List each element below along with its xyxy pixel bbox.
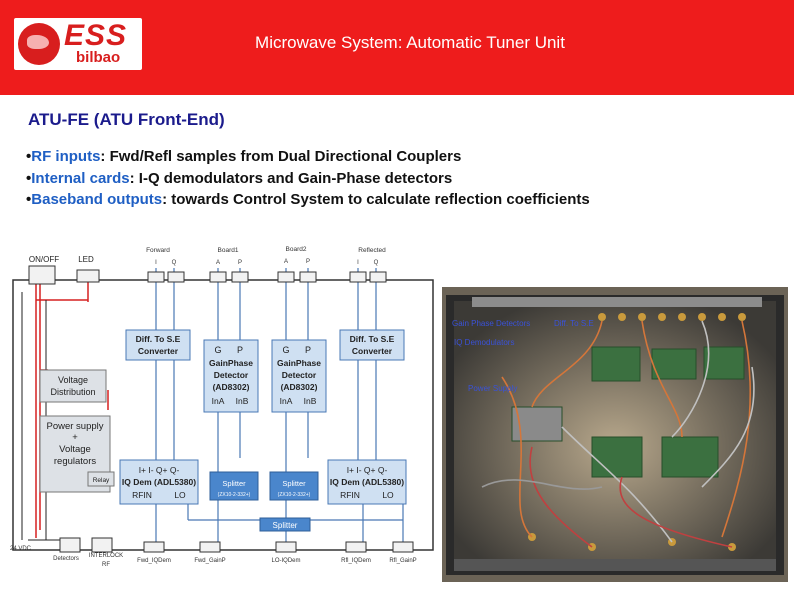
top-letter: P — [238, 260, 242, 266]
top-letter: Q — [374, 260, 379, 266]
gp2-line1: GainPhase — [277, 358, 321, 368]
top-letter: A — [284, 259, 288, 265]
europe-map-icon — [18, 23, 60, 65]
gp2-g: G — [282, 345, 289, 355]
diff-photo-label: Diff. To S.E — [554, 319, 594, 328]
gp2-ina: InA — [280, 396, 293, 406]
splitter-2-label: Splitter — [282, 479, 306, 488]
ess-bilbao-logo: ESS bilbao — [14, 18, 142, 70]
forward-label: Forward — [146, 247, 170, 254]
diff-left-line1: Diff. To S.E — [136, 334, 181, 344]
gp1-inb: InB — [236, 396, 249, 406]
interlock-rf-label: RF — [102, 562, 110, 568]
led-label: LED — [78, 255, 94, 264]
on-off-label: ON/OFF — [29, 255, 59, 264]
bottom-label: LO-IQDem — [271, 558, 300, 564]
gp1-p: P — [237, 345, 243, 355]
power-supply-line4: regulators — [54, 456, 96, 467]
top-letter: A — [216, 260, 220, 266]
bottom-label: Rfl_IQDem — [341, 558, 371, 564]
iq-right-line2: IQ Dem (ADL5380) — [330, 477, 404, 487]
iq-left-line1: I+ I- Q+ Q- — [139, 465, 180, 475]
slide-title: Microwave System: Automatic Tuner Unit — [255, 33, 565, 52]
top-letter: I — [155, 260, 157, 266]
splitter-1-part: (ZX10-2-332+) — [218, 492, 251, 498]
gp1-line2: Detector — [214, 370, 249, 380]
top-letter: P — [306, 259, 310, 265]
bottom-label: Fwd_GainP — [194, 558, 225, 564]
gp2-p: P — [305, 345, 311, 355]
gp1-g: G — [214, 345, 221, 355]
power-supply-line1: Power supply — [46, 421, 103, 432]
board2-label: Board2 — [286, 246, 307, 253]
gp2-line3: (AD8302) — [281, 382, 318, 392]
gp2-line2: Detector — [282, 370, 317, 380]
iq-right-lo: LO — [382, 490, 394, 500]
iq-left-lo: LO — [174, 490, 186, 500]
interlock-label: INTERLOCK — [89, 553, 123, 559]
splitter-1-label: Splitter — [222, 479, 246, 488]
power-supply-line2: + — [72, 432, 78, 443]
power-supply-line3: Voltage — [59, 444, 91, 455]
logo-text: ESS — [64, 19, 128, 52]
top-letter: I — [357, 260, 359, 266]
power-photo-label: Power Supply — [468, 384, 517, 393]
iq-left-line2: IQ Dem (ADL5380) — [122, 477, 196, 487]
bullet-item: •RF inputs: Fwd/Refl samples from Dual D… — [26, 148, 462, 165]
section-title: ATU-FE (ATU Front-End) — [28, 110, 225, 129]
gp1-ina: InA — [212, 396, 225, 406]
gp1-line3: (AD8302) — [213, 382, 250, 392]
top-letter: Q — [172, 260, 177, 266]
bullet-item: •Internal cards: I-Q demodulators and Ga… — [26, 169, 453, 187]
board1-label: Board1 — [218, 247, 239, 254]
bullet-list: •RF inputs: Fwd/Refl samples from Dual D… — [26, 146, 590, 211]
reflected-label: Reflected — [358, 247, 386, 254]
diff-right-line2: Converter — [352, 346, 393, 356]
splitter-main-label: Splitter — [273, 521, 298, 530]
atu-block-diagram: ON/OFF LED Forward Board1 Board2 Reflect… — [10, 246, 434, 568]
voltage-distribution-line1: Voltage — [58, 375, 88, 385]
splitter-2-part: (ZX10-2-332+) — [278, 492, 311, 498]
header-bar: ESS bilbao Microwave System: Automatic T… — [0, 0, 794, 95]
iq-photo-label: IQ Demodulators — [454, 338, 514, 347]
diff-left-line2: Converter — [138, 346, 179, 356]
gain-phase-photo-label: Gain Phase Detectors — [452, 319, 530, 328]
iq-left-rfin: RFIN — [132, 490, 152, 500]
voltage-distribution-line2: Distribution — [50, 387, 95, 397]
bottom-label: Detectors — [53, 556, 79, 562]
atu-hardware-photo: Gain Phase Detectors Diff. To S.E IQ Dem… — [442, 287, 788, 582]
relay-label: Relay — [93, 477, 110, 484]
diff-right-line1: Diff. To S.E — [350, 334, 395, 344]
logo-subtext: bilbao — [76, 49, 121, 66]
bullet-item: •Baseband outputs: towards Control Syste… — [26, 191, 590, 208]
bottom-label: Fwd_IQDem — [137, 558, 171, 564]
gp1-line1: GainPhase — [209, 358, 253, 368]
bottom-label: Rfl_GainP — [389, 558, 416, 564]
iq-right-rfin: RFIN — [340, 490, 360, 500]
gp2-inb: InB — [304, 396, 317, 406]
iq-right-line1: I+ I- Q+ Q- — [347, 465, 388, 475]
vdc-label: 24 VDC — [10, 546, 32, 552]
